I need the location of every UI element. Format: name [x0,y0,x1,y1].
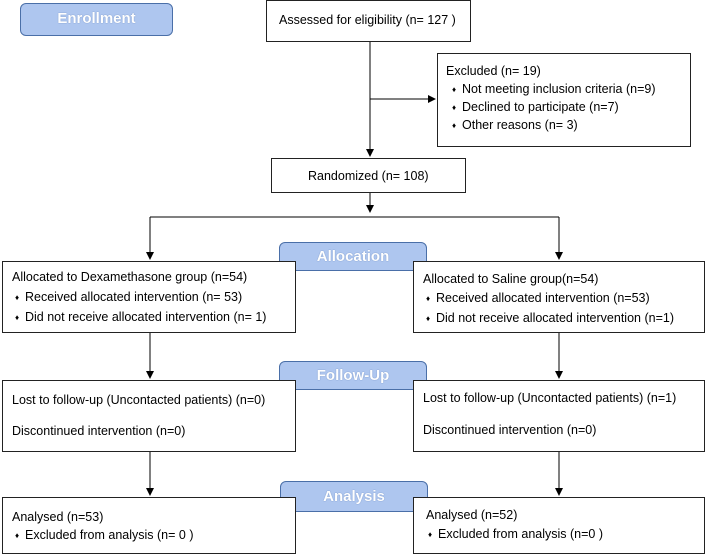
follow-up-right-lost: Lost to follow-up (Uncontacted patients)… [423,391,677,405]
analysis-right-box: Analysed (n=52) Excluded from analysis (… [413,497,705,554]
stage-enrollment-label: Enrollment [57,10,136,27]
follow-up-left-discontinued: Discontinued intervention (n=0) [12,424,186,438]
stage-follow-up-label: Follow-Up [316,367,390,384]
follow-up-right-discontinued: Discontinued intervention (n=0) [423,423,597,437]
allocation-left-item: Did not receive allocated intervention (… [15,311,266,324]
allocation-left-box: Allocated to Dexamethasone group (n=54) … [2,261,296,333]
analysis-left-box: Analysed (n=53) Excluded from analysis (… [2,497,296,554]
stage-allocation-label: Allocation [316,248,390,265]
stage-analysis-label: Analysis [323,488,385,505]
follow-up-left-box: Lost to follow-up (Uncontacted patients)… [2,380,296,452]
allocation-left-item: Received allocated intervention (n= 53) [15,291,242,304]
assessed-box: Assessed for eligibility (n= 127 ) [266,0,471,42]
assessed-text: Assessed for eligibility (n= 127 ) [279,13,456,27]
allocation-right-title: Allocated to Saline group(n=54) [423,272,599,286]
analysis-left-item: Excluded from analysis (n= 0 ) [15,529,194,542]
allocation-right-box: Allocated to Saline group(n=54) Received… [413,261,705,333]
allocation-left-title: Allocated to Dexamethasone group (n=54) [12,270,248,284]
stage-analysis: Analysis [280,481,428,512]
stage-enrollment: Enrollment [20,3,173,36]
excluded-box: Excluded (n= 19) Not meeting inclusion c… [437,53,691,147]
follow-up-right-box: Lost to follow-up (Uncontacted patients)… [413,380,705,452]
excluded-title: Excluded (n= 19) [446,64,541,78]
analysis-right-title: Analysed (n=52) [426,508,518,522]
randomized-box: Randomized (n= 108) [271,158,466,193]
excluded-item: Not meeting inclusion criteria (n=9) [452,83,655,96]
analysis-right-item: Excluded from analysis (n=0 ) [428,528,603,541]
excluded-item: Other reasons (n= 3) [452,119,578,132]
randomized-text: Randomized (n= 108) [308,169,429,183]
follow-up-left-lost: Lost to follow-up (Uncontacted patients)… [12,393,266,407]
stage-allocation: Allocation [279,242,427,271]
stage-follow-up: Follow-Up [279,361,427,390]
analysis-left-title: Analysed (n=53) [12,510,104,524]
excluded-item: Declined to participate (n=7) [452,101,619,114]
allocation-right-item: Received allocated intervention (n=53) [426,292,650,305]
allocation-right-item: Did not receive allocated intervention (… [426,312,674,325]
